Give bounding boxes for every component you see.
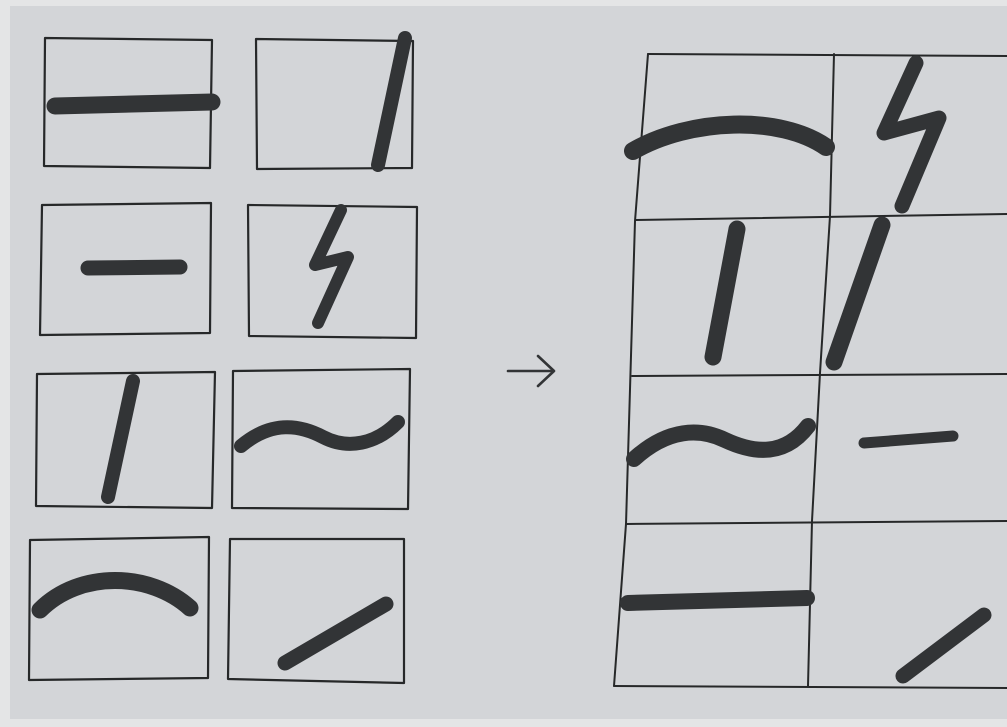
cell-r3-c2-short-horizontal-dash — [864, 436, 953, 443]
horizontal-thick-bar — [55, 102, 212, 106]
short-horizontal-dash — [88, 267, 180, 268]
paper-sheet — [10, 6, 1007, 719]
cell-r4-c1-horizontal-thick-bar — [628, 598, 807, 603]
